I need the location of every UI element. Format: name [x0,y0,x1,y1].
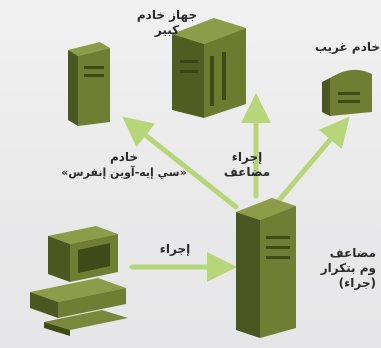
remote-server-icon [322,69,372,116]
big-server-icon [172,18,246,118]
action-label-text: إجراء [159,242,191,256]
big-server-label-line1: جهاز خادم [136,8,198,22]
connection-arrows [122,93,350,282]
duplicator-server-icon [236,198,296,338]
duplicate-action-label: إجراء مضاعف [212,150,282,180]
duplicator-label-line3: (جراء) [338,276,376,290]
action-label: إجراء [150,242,200,257]
arrow-to-left-server [122,116,239,210]
duplicator-label-line2: وم بتكرار [320,261,376,275]
left-server-icon [68,42,110,126]
duplicator-label-line1: مضاعف [329,246,376,260]
arrow-to-remote-server [273,116,350,207]
left-server-label-line2: «سي إيه-آوين إنفرس» [61,166,187,179]
duplicator-server-label: مضاعف وم بتكرار (جراء) [300,246,376,291]
big-server-label: جهاز خادم كبير [128,8,206,38]
duplicate-action-label-line2: مضاعف [223,165,271,179]
big-server-label-line2: كبير [154,23,180,37]
left-server-label-line1: خادم [109,150,139,164]
left-server-label: خادم «سي إيه-آوين إنفرس» [56,150,192,180]
duplicate-action-label-line1: إجراء [231,150,263,164]
remote-server-label: خادم غريب [302,40,380,55]
remote-server-label-text: خادم غريب [314,40,380,54]
computer-workstation-icon [30,226,128,336]
